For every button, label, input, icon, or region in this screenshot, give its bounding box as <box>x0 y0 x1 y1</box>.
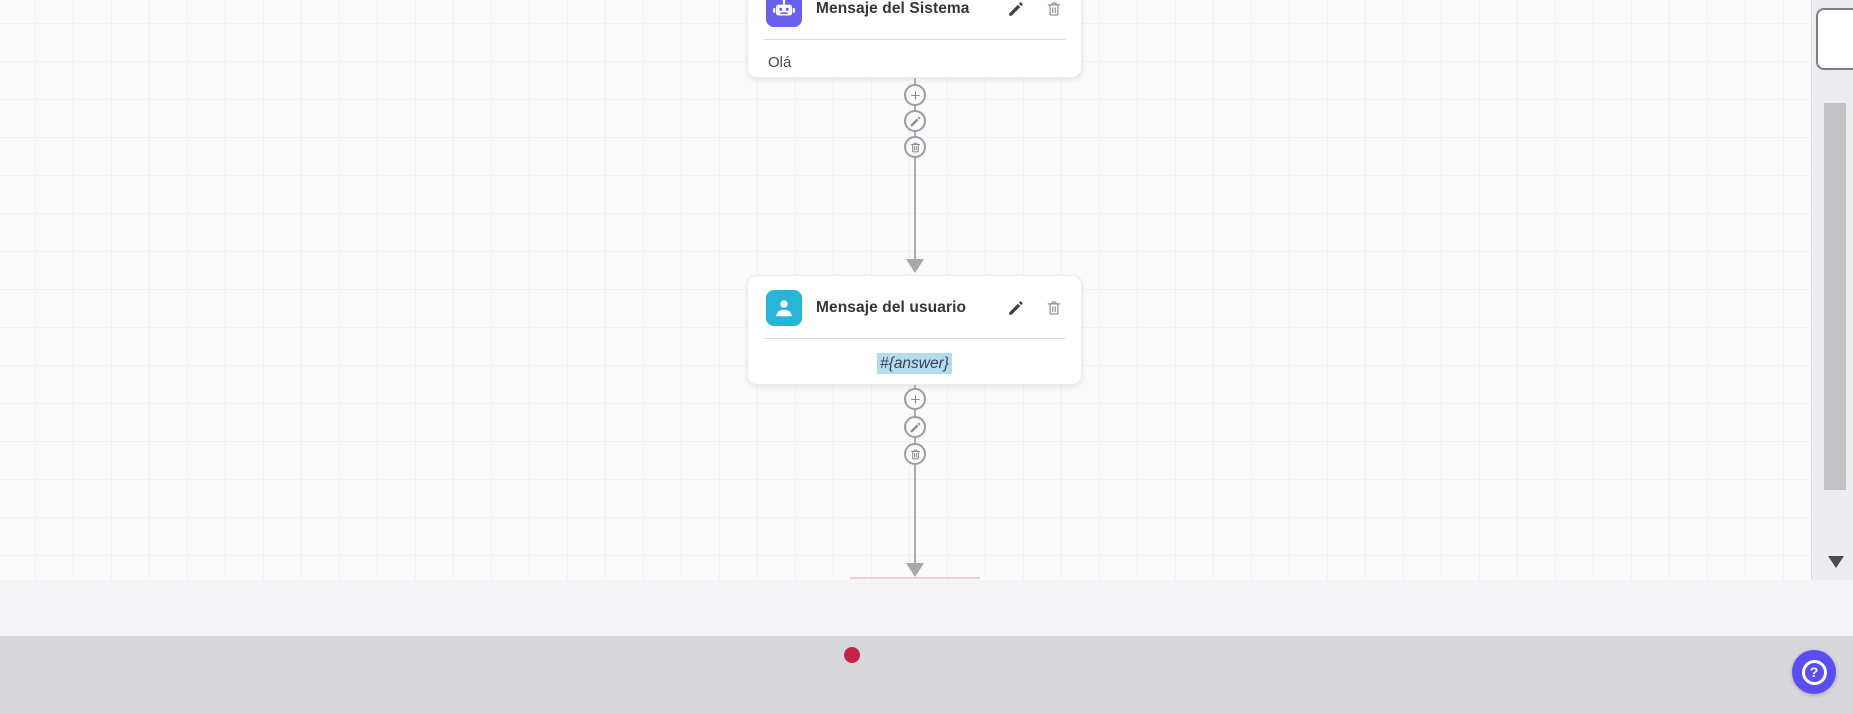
connector-arrow-icon <box>906 259 924 273</box>
node-header: Mensaje del usuario <box>748 276 1081 326</box>
node-header: Mensaje del Sistema <box>748 0 1081 27</box>
node-body: Olá <box>768 54 792 71</box>
delete-connector-button[interactable] <box>904 443 926 465</box>
node-divider <box>764 39 1065 40</box>
help-button[interactable]: ? <box>1792 650 1836 694</box>
robot-icon <box>766 0 802 27</box>
node-system-message[interactable]: Mensaje del Sistema Olá <box>747 0 1082 78</box>
pencil-icon <box>910 422 920 432</box>
node-divider <box>764 338 1065 339</box>
node-user-message[interactable]: Mensaje del usuario #{answer} <box>747 275 1082 385</box>
node-title: Mensaje del Sistema <box>816 0 970 17</box>
add-node-button[interactable] <box>904 388 926 410</box>
connector-arrow-icon <box>906 563 924 577</box>
delete-node-icon[interactable] <box>1045 0 1063 18</box>
node-body: #{answer} <box>748 339 1081 389</box>
trash-icon <box>910 449 920 459</box>
edit-node-icon[interactable] <box>1007 0 1025 18</box>
add-node-button[interactable] <box>904 84 926 106</box>
scrollbar-thumb[interactable] <box>1824 103 1846 490</box>
canvas-edge-hint <box>850 577 980 579</box>
plus-icon <box>910 394 920 404</box>
plus-icon <box>910 90 920 100</box>
question-icon: ? <box>1801 659 1827 685</box>
trash-icon <box>910 142 920 152</box>
user-icon <box>766 290 802 326</box>
connector-line <box>914 385 916 564</box>
unsaved-changes-badge <box>844 647 860 663</box>
pencil-icon <box>910 116 920 126</box>
bottom-toolbar: Editar Apariencia Recargar Salvar Prueba… <box>0 636 1853 714</box>
canvas-footer-spacer <box>0 580 1853 636</box>
edit-node-icon[interactable] <box>1007 299 1025 317</box>
canvas-side-panel[interactable] <box>1816 8 1853 70</box>
delete-connector-button[interactable] <box>904 136 926 158</box>
edit-connector-button[interactable] <box>904 416 926 438</box>
delete-node-icon[interactable] <box>1045 299 1063 317</box>
edit-connector-button[interactable] <box>904 110 926 132</box>
answer-variable[interactable]: #{answer} <box>877 353 952 374</box>
scroll-down-arrow-icon[interactable] <box>1828 556 1844 568</box>
flow-canvas[interactable]: Mensaje del Sistema Olá <box>0 0 1812 582</box>
connector-line <box>914 78 916 260</box>
node-title: Mensaje del usuario <box>816 299 967 316</box>
